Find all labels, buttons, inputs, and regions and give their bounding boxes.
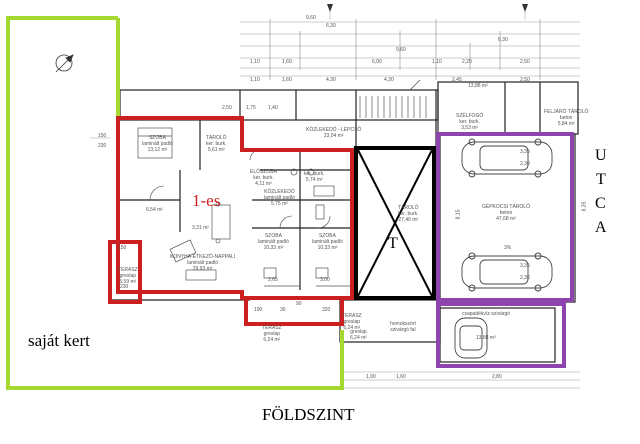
section-marker-icon bbox=[327, 4, 333, 12]
room-label: FELJÁRÓ TÁROLÓ beton 5,84 m² bbox=[544, 109, 589, 127]
dimension-lines-bottom bbox=[90, 137, 580, 389]
dimension-label: 1,00 bbox=[366, 374, 376, 380]
floor-label: FÖLDSZINT bbox=[262, 405, 355, 424]
dimension-label: 1,10 bbox=[432, 59, 442, 65]
furniture bbox=[137, 127, 352, 287]
garden-label: saját kert bbox=[28, 331, 90, 350]
dimension-label: 2,65 bbox=[268, 277, 278, 283]
street-letter: U bbox=[595, 147, 607, 164]
terrace-2-outline bbox=[244, 296, 344, 326]
stair-letter: T bbox=[388, 235, 398, 252]
dimension-label: 9,60 bbox=[396, 47, 406, 53]
room-label: homokszórt szivárgó fal bbox=[390, 321, 416, 333]
dimension-label: 1,40 bbox=[268, 105, 278, 111]
dimension-label: 2,50 bbox=[222, 105, 232, 111]
dimension-label: 3,35 bbox=[520, 263, 530, 269]
street-letter: C bbox=[595, 195, 606, 212]
street-letter: T bbox=[596, 171, 606, 188]
dimension-label: 3,00 bbox=[320, 277, 330, 283]
room-label: TERASZ greslap 5,59 m² bbox=[118, 267, 138, 285]
terrace-1-outline bbox=[108, 240, 142, 304]
stair-symbol bbox=[359, 96, 427, 118]
dimension-label: 2,50 bbox=[520, 77, 530, 83]
room-label: ELŐSZOBA ker. burk. 4,11 m² bbox=[250, 169, 277, 187]
dimension-label: 6,30 bbox=[498, 37, 508, 43]
room-label: SZOBA laminált padló 10,33 m² bbox=[312, 233, 343, 251]
room-label: 13,88 m² bbox=[476, 335, 496, 341]
room-label: TÁROLÓ ker. burk. 27,40 m² bbox=[398, 205, 419, 223]
street-letter: A bbox=[595, 219, 607, 236]
dimension-label: 4,30 bbox=[384, 77, 394, 83]
room-label: SZOBA laminált padló 13,12 m² bbox=[142, 135, 173, 153]
dimension-label: 2,20 bbox=[462, 59, 472, 65]
dimension-label: 6,00 bbox=[372, 59, 382, 65]
storage-cross bbox=[357, 149, 433, 297]
storage-outline bbox=[354, 146, 436, 300]
doors bbox=[149, 79, 421, 229]
dimension-label: 1,10 bbox=[250, 59, 260, 65]
dimension-label: 1,60 bbox=[396, 374, 406, 380]
car-icon bbox=[461, 252, 553, 292]
dimension-label: 230 bbox=[98, 143, 107, 149]
garden-boundary bbox=[6, 16, 344, 390]
dimension-lines-top bbox=[240, 4, 580, 77]
dimension-label: 1,60 bbox=[282, 59, 292, 65]
dimension-label: 2,30 bbox=[520, 161, 530, 167]
dimension-label: 9,60 bbox=[306, 15, 316, 21]
dimension-label: 190 bbox=[254, 307, 263, 313]
dimension-label: 230 bbox=[120, 284, 129, 290]
dimension-label: 2,45 bbox=[452, 77, 462, 83]
room-label: SZÉLFOGÓ ker. burk. 3,53 m² bbox=[456, 113, 484, 131]
room-label: TERASZ greslap 6,24 m² bbox=[262, 325, 282, 343]
north-arrow-icon bbox=[55, 54, 74, 73]
dimension-ticks-top bbox=[269, 19, 541, 80]
room-label: KÖZLEKEDŐ - LÉPCSŐ 23,04 m² bbox=[306, 127, 362, 139]
room-label: 3,31 m² bbox=[192, 225, 209, 231]
room-label: ker. burk. 5,74 m² bbox=[304, 171, 325, 183]
unit-1-outline bbox=[116, 116, 354, 300]
dimension-label: 1,10 bbox=[250, 77, 260, 83]
dimension-label: 1,60 bbox=[282, 77, 292, 83]
room-label: 6,54 m² bbox=[146, 207, 163, 213]
unit-label: 1-es bbox=[192, 191, 221, 210]
room-label: csapadékvíz-szivárgó bbox=[462, 311, 511, 317]
room-label: SZOBA laminált padló 10,33 m² bbox=[258, 233, 289, 251]
room-label: 3% bbox=[504, 245, 512, 251]
dimension-label: 2,50 bbox=[520, 59, 530, 65]
dimension-label: 6,35 bbox=[581, 201, 588, 212]
dimension-label: 150 bbox=[98, 133, 107, 139]
room-label: TERASZ greslap 6,24 m² bbox=[342, 313, 362, 331]
car-icon bbox=[454, 317, 488, 359]
section-marker-icon bbox=[522, 4, 528, 12]
dimension-label: 30 bbox=[280, 307, 286, 313]
room-label: 13,88 m² bbox=[468, 83, 488, 89]
dimension-label: 320 bbox=[322, 307, 331, 313]
room-label: KONYHA-ÉTKEZŐ-NAPPALI laminált padló 29,… bbox=[170, 254, 236, 272]
dimension-label: 4,30 bbox=[326, 77, 336, 83]
dimension-label: 90 bbox=[296, 301, 302, 307]
dimension-label: 2,80 bbox=[492, 374, 502, 380]
dimension-label: 6,30 bbox=[326, 23, 336, 29]
car-icon bbox=[461, 138, 553, 178]
dimension-label: 8,15 bbox=[455, 209, 462, 220]
room-label: greslap 6,24 m² bbox=[350, 329, 367, 341]
dimension-label: 1,75 bbox=[246, 105, 256, 111]
dimension-label: 2,30 bbox=[520, 275, 530, 281]
room-label: KÖZLEKEDŐ laminált padló 5,75 m² bbox=[264, 189, 295, 207]
room-label: TÁROLÓ ker. burk. 5,61 m² bbox=[206, 135, 227, 153]
room-label: GÉPKOCSI TÁROLÓ beton 47,68 m² bbox=[482, 204, 530, 222]
garage-outline bbox=[436, 132, 574, 302]
parking-outline bbox=[436, 302, 566, 368]
dimension-label: 3,35 bbox=[520, 149, 530, 155]
dimension-label: 150 bbox=[118, 245, 127, 251]
